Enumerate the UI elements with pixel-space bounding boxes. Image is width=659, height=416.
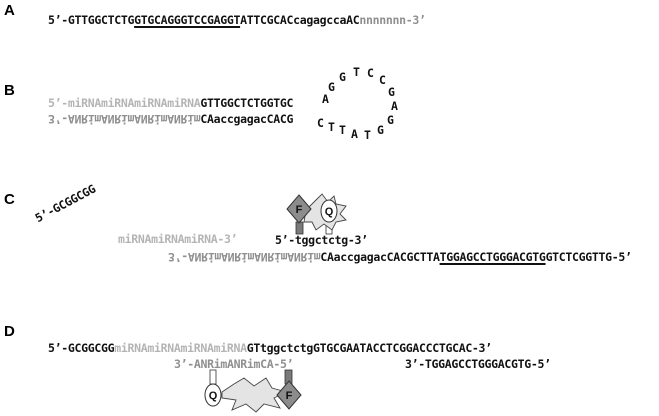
- fluorophore-label-c: F: [296, 204, 303, 216]
- quencher-d: [204, 383, 222, 407]
- strand-d-bottom-grey: 3’-ANRimANRimCA-5’: [174, 357, 294, 371]
- seq-a-part3: ATTCGCACcagagccaAC: [240, 13, 360, 27]
- loop-nt-13: T: [339, 123, 346, 137]
- seq-d-top-black1: 5’-GCGGCGG: [48, 341, 115, 355]
- probe-c: 5’-tggctctg-3’: [275, 233, 368, 247]
- fluor-stem-c: [295, 221, 304, 235]
- loop-nt-10: G: [377, 123, 384, 137]
- quencher-label-c: Q: [325, 206, 334, 218]
- loop-nt-5: C: [367, 66, 374, 80]
- seq-a-part1: 5’-GTTGGCTCTG: [48, 13, 135, 27]
- loop-nt-8: A: [391, 99, 398, 113]
- seq-c-bottom-underlined: TGGAGCCTGGGACGTG: [439, 250, 546, 264]
- quencher-c: [320, 199, 338, 223]
- strand-b-top: 5’-miRNAmiRNAmiRNAmiRNAGTTGGCTCTGGTGC: [48, 96, 293, 110]
- panel-label-d: D: [4, 323, 15, 340]
- loop-nt-11: T: [364, 128, 371, 142]
- seq-d-bottom-grey: 3’-ANRimANRimCA-5’: [174, 357, 294, 371]
- strand-b-bottom: 3’-ANRimANRimANRimANRimCAaccgagacCACG: [48, 112, 293, 126]
- seq-d-top-grey: miRNAmiRNAmiRNAmiRNA: [114, 341, 247, 355]
- seq-b-top-black: GTTGGCTCTGGTGC: [200, 96, 294, 110]
- seq-d-top-black2: GTtggctctgGTGCGAATACCTCGGACCCTGCAC-3’: [246, 341, 492, 355]
- seq-b-top-grey: 5’-miRNAmiRNAmiRNAmiRNA: [48, 96, 201, 110]
- seq-c-probe: 5’-tggctctg-3’: [275, 233, 368, 247]
- loop-nt-7: G: [388, 85, 395, 99]
- loop-nt-4: T: [353, 65, 360, 79]
- loop-nt-6: C: [379, 73, 386, 87]
- loop-nt-12: A: [351, 127, 358, 141]
- seq-c-bottom-black1: CAaccgagacCACGCTTA: [320, 250, 440, 264]
- loop-nt-2: G: [328, 80, 335, 94]
- strand-c-top: miRNAmiRNAmiRNA-3’: [118, 232, 238, 246]
- loop-nt-3: G: [339, 70, 346, 84]
- loop-nt-9: G: [387, 113, 394, 127]
- fluorophore-label-d: F: [286, 390, 293, 402]
- sequence-a: 5’-GTTGGCTCTGGTGCAGGGTCCGAGGTATTCGCACcag…: [48, 13, 426, 27]
- seq-a-underlined: GTGCAGGGTCCGAGGT: [134, 13, 241, 27]
- probe-c-graphic: F Q: [286, 193, 347, 235]
- loop-nt-1: A: [322, 92, 329, 106]
- probe-d-graphic: Q F: [204, 369, 302, 413]
- strand-d-top: 5’-GCGGCGGmiRNAmiRNAmiRNAmiRNAGTtggctctg…: [48, 341, 492, 355]
- quencher-label-d: Q: [209, 390, 218, 402]
- seq-a-tail: nnnnnnn-3’: [359, 13, 426, 27]
- panel-label-b: B: [4, 82, 15, 99]
- strand-c-bottom: 3’-ANRimANRimANRimANRimCAaccgagacCACGCTT…: [168, 250, 632, 264]
- loop-nt-15: C: [317, 116, 324, 130]
- seq-c-top-grey: miRNAmiRNAmiRNA-3’: [118, 232, 238, 246]
- fluorophore-d: [276, 380, 302, 410]
- seq-d-bottom-black: 3’-TGGAGCCTGGGACGTG-5’: [405, 357, 551, 371]
- seq-b-bottom-black: CAaccgagacCACG: [200, 112, 294, 126]
- panel-label-c: C: [4, 191, 15, 208]
- fluorophore-c: [286, 194, 312, 224]
- seq-c-bottom-black2: GTCTCGGTTG-5’: [545, 250, 632, 264]
- panel-label-a: A: [4, 2, 15, 19]
- quencher-stem-d: [209, 369, 217, 385]
- energy-transfer-burst-d: [221, 377, 288, 413]
- loop-nt-14: T: [328, 120, 335, 134]
- strand-d-bottom-black: 3’-TGGAGCCTGGGACGTG-5’: [405, 357, 551, 371]
